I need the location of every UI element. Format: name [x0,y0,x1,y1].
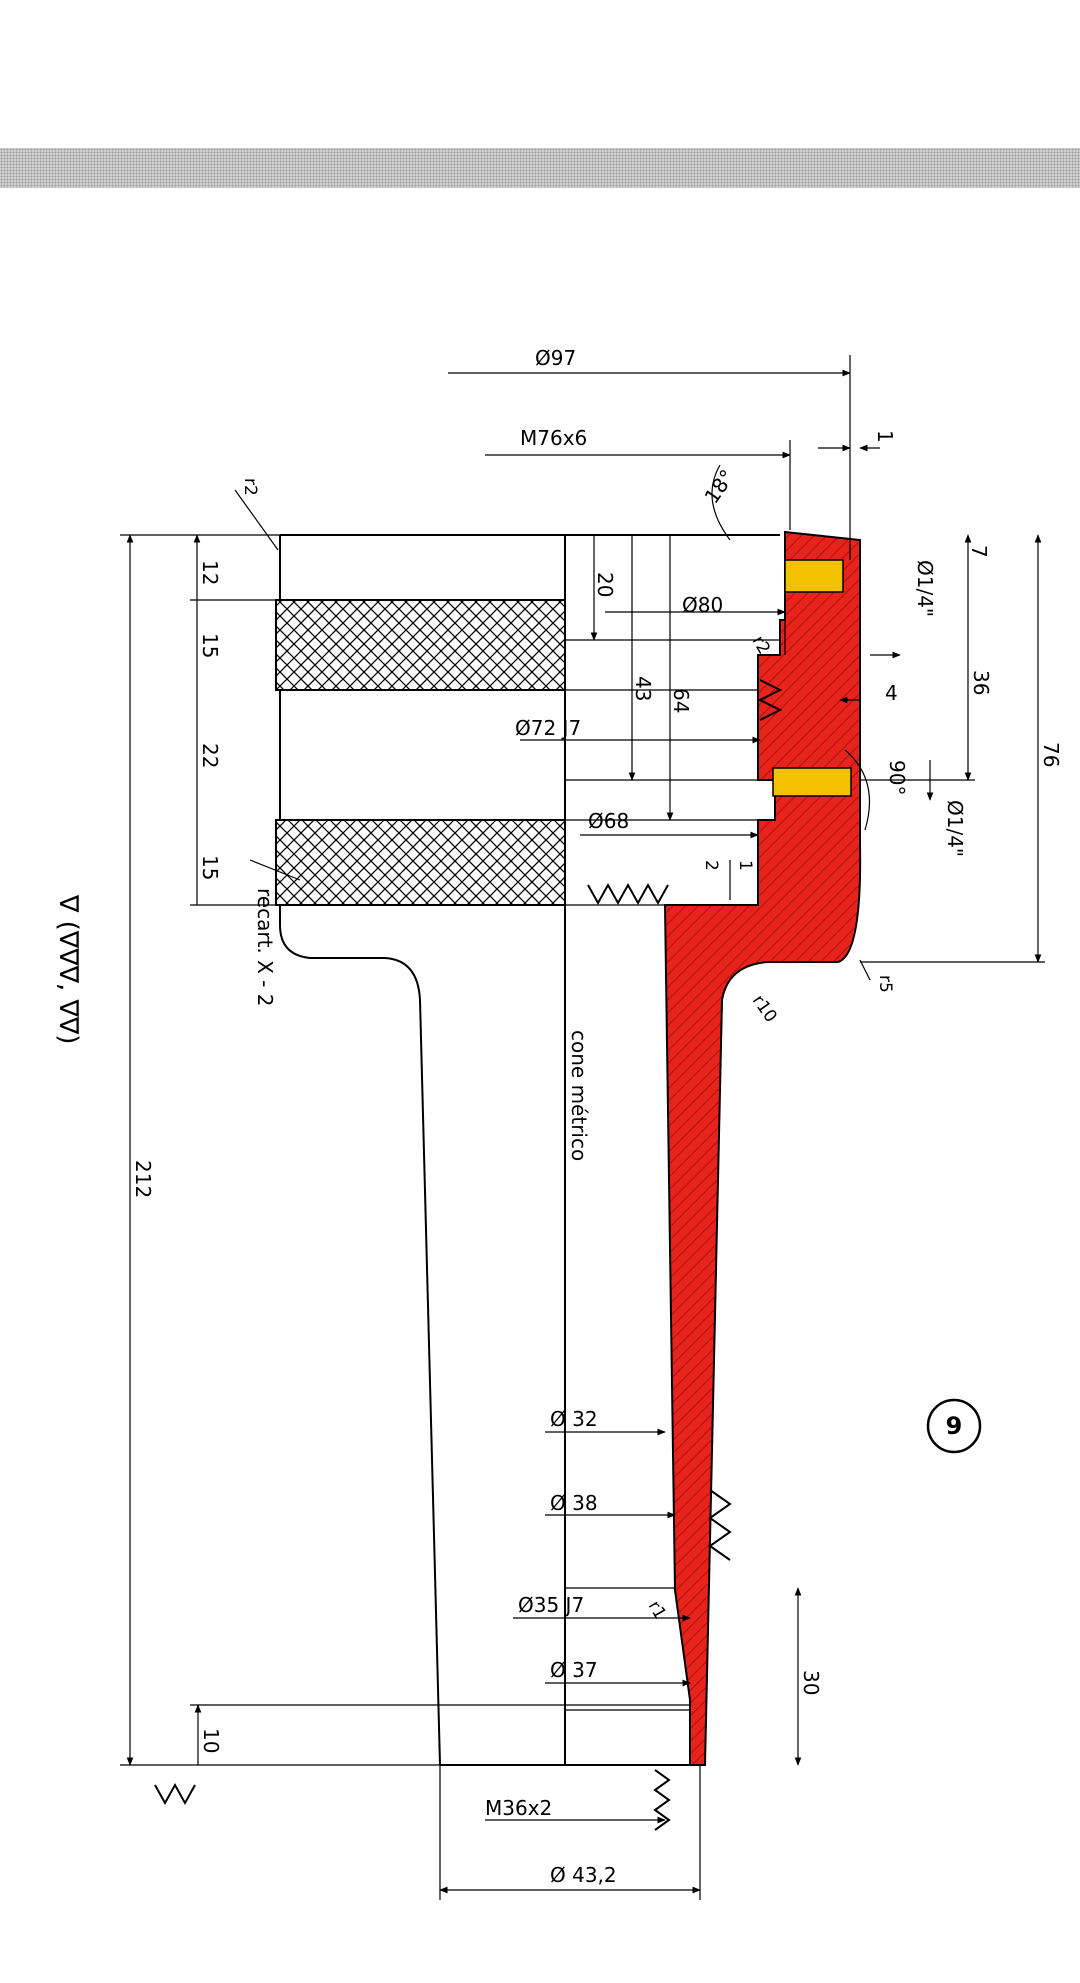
note-cone: cone métrico [567,1030,591,1161]
label-76: 76 [1039,742,1063,767]
note-recart: recart. X - 2 [253,888,277,1006]
label-30: 30 [799,1670,823,1695]
section-hub [663,530,862,1766]
label-1-mid: 1 [735,860,755,871]
label-m76: M76x6 [520,426,587,450]
label-d35: Ø35 J7 [518,1593,584,1617]
figure-number: 9 [946,1412,963,1440]
label-thread-lower: Ø1/4" [943,800,967,857]
label-43: 43 [631,676,655,701]
label-7: 7 [967,545,991,558]
label-64: 64 [669,688,693,713]
finish-note: ∇ (∇∇∇, ∇∇) [53,894,83,1044]
knurl-ring-lower [275,819,566,906]
label-d43-2: Ø 43,2 [550,1863,617,1887]
knurl-ring-upper [275,599,566,691]
dotted-header-band [0,148,1080,188]
label-4: 4 [885,681,898,705]
label-1-top: 1 [873,430,897,443]
label-angle-18: 18° [699,465,739,508]
label-r1: r1 [644,1598,670,1623]
label-36: 36 [969,670,993,695]
label-22: 22 [198,743,222,768]
label-d80: Ø80 [682,593,723,617]
label-d37: Ø 37 [550,1658,598,1682]
part-outline [279,534,780,1766]
label-d38: Ø 38 [550,1491,598,1515]
label-2: 2 [701,860,721,871]
figure-number-badge: 9 [926,1398,982,1454]
insert-lower [772,767,852,797]
label-r5: r5 [875,975,895,993]
label-d72: Ø72 J7 [515,716,581,740]
label-angle-90: 90° [885,760,909,795]
label-d97: Ø97 [535,346,576,370]
insert-upper [784,559,844,593]
label-12: 12 [198,560,222,585]
label-20: 20 [593,572,617,597]
dimension-lines [120,355,1045,1900]
label-thread-upper: Ø1/4" [913,560,937,617]
label-r10: r10 [748,991,781,1026]
thread-marks [154,679,783,1831]
label-10: 10 [199,1728,223,1753]
label-m36: M36x2 [485,1796,552,1820]
label-d68: Ø68 [588,809,629,833]
dimension-labels: Ø97 M76x6 18° Ø80 r2 r2 Ø72 J7 Ø68 20 43… [131,346,1063,1887]
label-r2-left: r2 [240,478,260,496]
label-15-lower: 15 [198,855,222,880]
label-212: 212 [131,1160,155,1198]
label-15-upper: 15 [198,633,222,658]
label-d32: Ø 32 [550,1407,598,1431]
